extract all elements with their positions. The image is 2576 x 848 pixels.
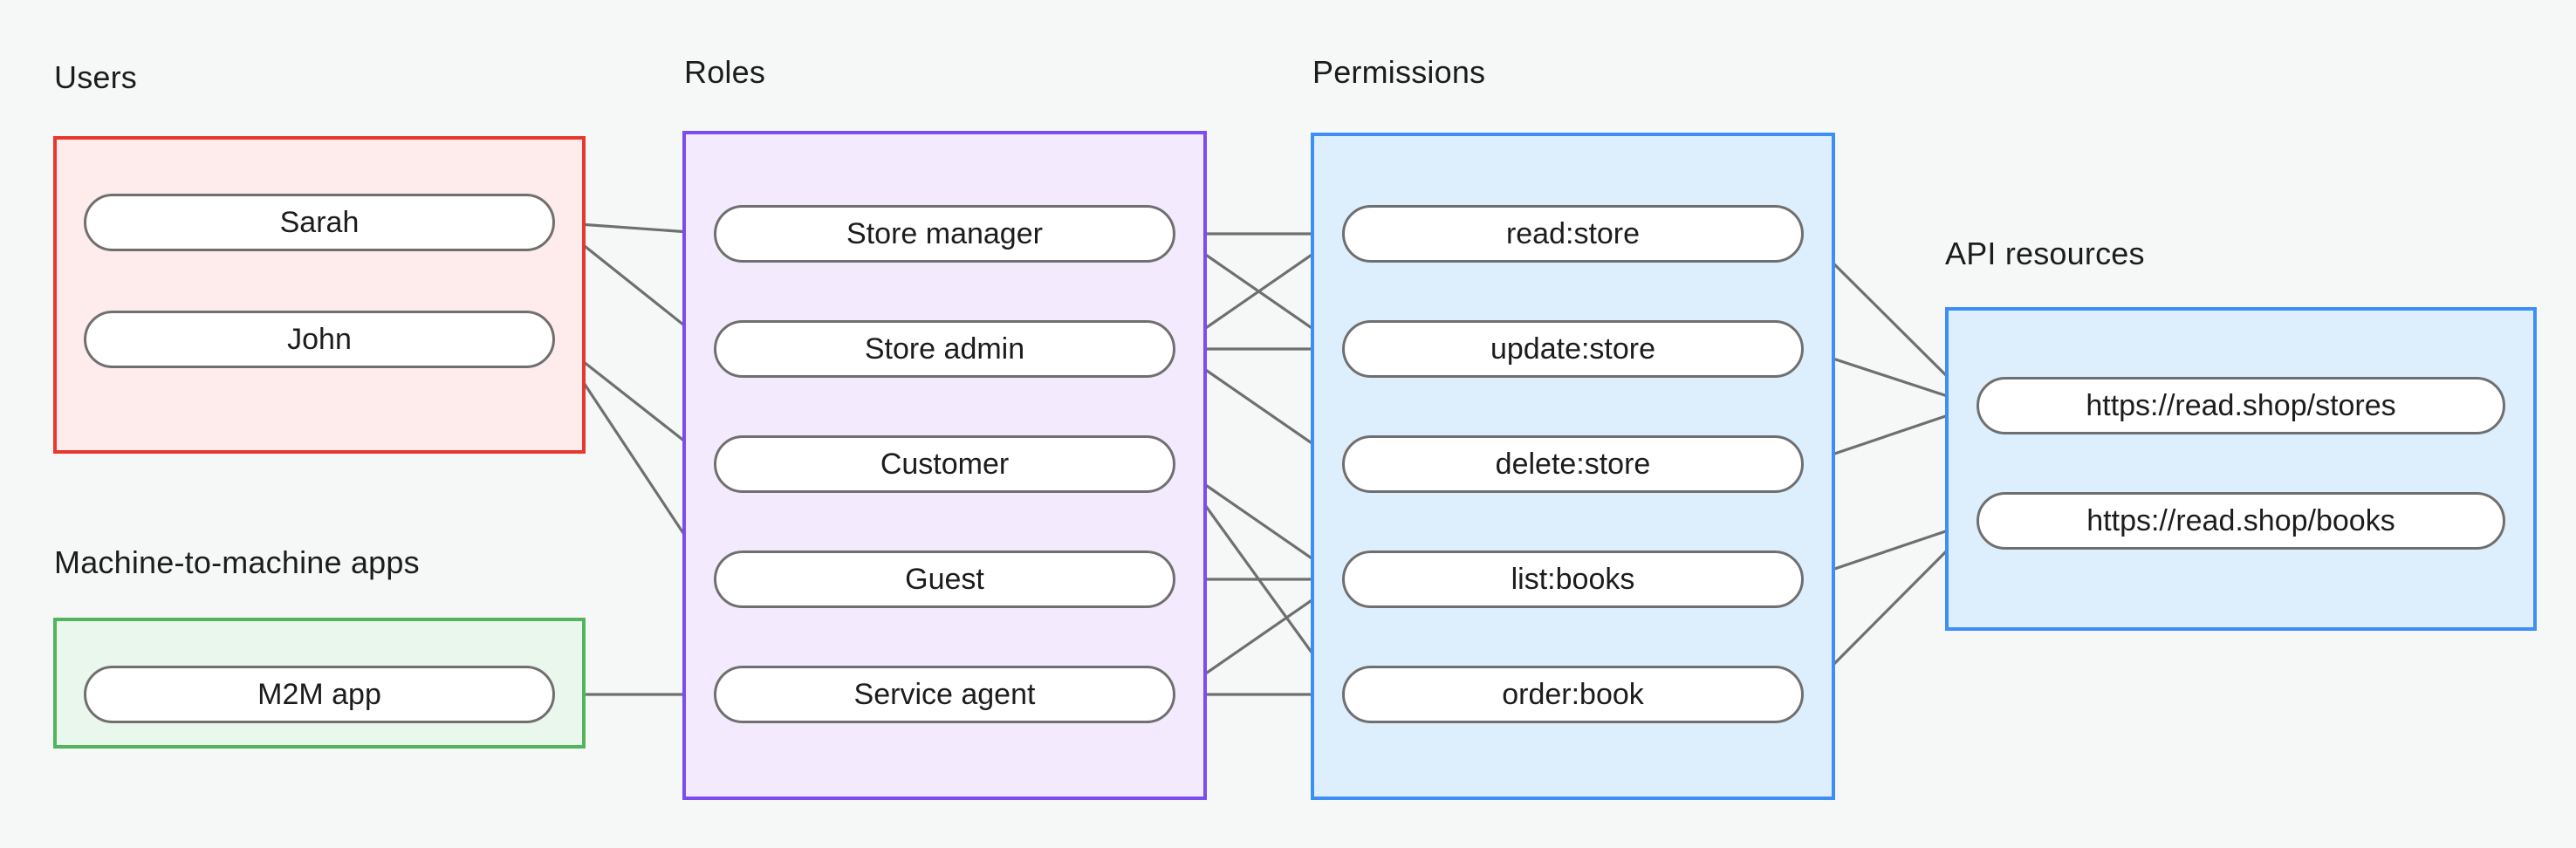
node-update_store[interactable]: update:store xyxy=(1342,320,1804,378)
node-delete_store[interactable]: delete:store xyxy=(1342,435,1804,493)
node-store_admin[interactable]: Store admin xyxy=(714,320,1175,378)
node-label-update_store: update:store xyxy=(1490,332,1656,366)
node-label-store_manager: Store manager xyxy=(846,216,1043,250)
node-read_store[interactable]: read:store xyxy=(1342,205,1804,263)
node-label-delete_store: delete:store xyxy=(1495,447,1651,481)
node-service_agent[interactable]: Service agent xyxy=(714,666,1175,723)
node-customer[interactable]: Customer xyxy=(714,435,1175,493)
node-guest[interactable]: Guest xyxy=(714,551,1175,608)
group-box-api_resources xyxy=(1945,307,2537,631)
node-label-read_store: read:store xyxy=(1505,216,1641,250)
node-label-john: John xyxy=(287,322,352,356)
node-label-order_book: order:book xyxy=(1502,677,1644,711)
group-label-m2m: Machine-to-machine apps xyxy=(54,544,420,580)
node-sarah[interactable]: Sarah xyxy=(84,194,555,251)
node-m2mapp[interactable]: M2M app xyxy=(84,666,555,723)
node-label-sarah: Sarah xyxy=(279,205,360,239)
node-res_stores[interactable]: https://read.shop/stores xyxy=(1977,377,2505,434)
group-label-roles: Roles xyxy=(684,54,766,90)
node-label-res_books: https://read.shop/books xyxy=(2086,503,2395,537)
node-label-guest: Guest xyxy=(905,562,984,596)
node-label-list_books: list:books xyxy=(1511,562,1635,596)
node-label-store_admin: Store admin xyxy=(864,332,1025,366)
group-label-users: Users xyxy=(54,59,138,95)
node-label-res_stores: https://read.shop/stores xyxy=(2086,388,2396,422)
node-label-service_agent: Service agent xyxy=(853,677,1036,711)
group-box-users xyxy=(53,136,586,454)
node-john[interactable]: John xyxy=(84,311,555,368)
group-label-api_resources: API resources xyxy=(1945,236,2145,271)
node-list_books[interactable]: list:books xyxy=(1342,551,1804,608)
node-label-customer: Customer xyxy=(880,447,1010,481)
group-label-permissions: Permissions xyxy=(1312,54,1486,90)
node-res_books[interactable]: https://read.shop/books xyxy=(1977,492,2505,550)
node-order_book[interactable]: order:book xyxy=(1342,666,1804,723)
node-store_manager[interactable]: Store manager xyxy=(714,205,1175,263)
node-label-m2mapp: M2M app xyxy=(257,677,381,711)
